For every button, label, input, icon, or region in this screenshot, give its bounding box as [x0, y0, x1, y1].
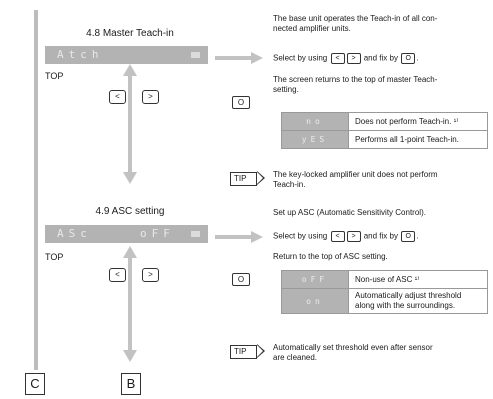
left-button-inline: < [330, 53, 345, 64]
right-arrow-icon [215, 231, 263, 243]
option-value-line2: along with the surroundings. [355, 301, 456, 310]
master-lcd-text: Atch [57, 48, 104, 61]
table-row: yES Performs all 1-point Teach-in. [281, 130, 488, 149]
master-returns-line2: setting. [273, 85, 299, 94]
option-key: oFF [281, 270, 349, 289]
right-button-inline: > [346, 231, 361, 242]
table-row: no Does not perform Teach-in. ¹⁾ [281, 112, 488, 131]
master-desc-line1: The base unit operates the Teach-in of a… [273, 14, 438, 23]
asc-lcd-value: oFF [140, 227, 175, 240]
master-section-title: 4.8 Master Teach-in [86, 28, 174, 39]
column-b-label: B [121, 373, 141, 395]
asc-lcd-display: ASc oFF [45, 225, 208, 243]
master-desc-line2: nected amplifier units. [273, 24, 351, 33]
table-row: oFF Non-use of ASC ¹⁾ [281, 270, 488, 289]
option-value: Non-use of ASC ¹⁾ [348, 270, 488, 289]
option-key: yES [281, 130, 349, 149]
fix-text: and fix by [363, 53, 398, 63]
column-c-rail [34, 10, 38, 370]
option-value: Performs all 1-point Teach-in. [348, 130, 488, 149]
asc-tip-line2: are cleaned. [273, 353, 318, 362]
left-button[interactable]: < [109, 90, 126, 104]
ok-button-inline: O [401, 231, 416, 242]
master-lcd-display: Atch [45, 46, 208, 64]
asc-setup-line: Set up ASC (Automatic Sensitivity Contro… [273, 208, 426, 217]
up-down-arrow-icon [123, 64, 137, 184]
asc-options-table: oFF Non-use of ASC ¹⁾ on Automatically a… [281, 270, 488, 314]
master-options-table: no Does not perform Teach-in. ¹⁾ yES Per… [281, 112, 488, 149]
ok-button[interactable]: O [232, 273, 250, 286]
master-returns-line1: The screen returns to the top of master … [273, 75, 438, 84]
tip-icon: TIP [230, 345, 257, 359]
lcd-indicator-icon [191, 231, 200, 237]
right-button-inline: > [346, 53, 361, 64]
right-button[interactable]: > [142, 90, 159, 104]
column-c-label: C [25, 373, 45, 395]
table-row: on Automatically adjust threshold along … [281, 288, 488, 314]
tip-icon: TIP [230, 172, 257, 186]
asc-top-label: TOP [45, 252, 64, 262]
asc-tip-line1: Automatically set threshold even after s… [273, 343, 433, 352]
option-value: Automatically adjust threshold along wit… [348, 288, 488, 314]
master-select-line: Select by using <> and fix by O. [273, 53, 419, 64]
right-button[interactable]: > [142, 268, 159, 282]
ok-button-inline: O [401, 53, 416, 64]
ok-button[interactable]: O [232, 96, 250, 109]
master-top-label: TOP [45, 71, 64, 81]
asc-lcd-text: ASc [57, 227, 92, 240]
asc-select-line: Select by using <> and fix by O. [273, 231, 419, 242]
up-down-arrow-icon [123, 246, 137, 362]
option-key: no [281, 112, 349, 131]
asc-returns-line: Return to the top of ASC setting. [273, 252, 388, 261]
left-button-inline: < [330, 231, 345, 242]
lcd-indicator-icon [191, 52, 200, 58]
asc-section-title: 4.9 ASC setting [95, 206, 165, 217]
tip-arrow-inner [257, 172, 263, 184]
select-text: Select by using [273, 231, 328, 241]
master-tip-line2: Teach-in. [273, 180, 306, 189]
option-value-line1: Automatically adjust threshold [355, 291, 462, 300]
fix-text: and fix by [363, 231, 398, 241]
master-tip-line1: The key-locked amplifier unit does not p… [273, 170, 438, 179]
select-text: Select by using [273, 53, 328, 63]
left-button[interactable]: < [109, 268, 126, 282]
option-key: on [281, 288, 349, 314]
option-value: Does not perform Teach-in. ¹⁾ [348, 112, 488, 131]
right-arrow-icon [215, 52, 263, 64]
tip-arrow-inner [257, 345, 263, 357]
